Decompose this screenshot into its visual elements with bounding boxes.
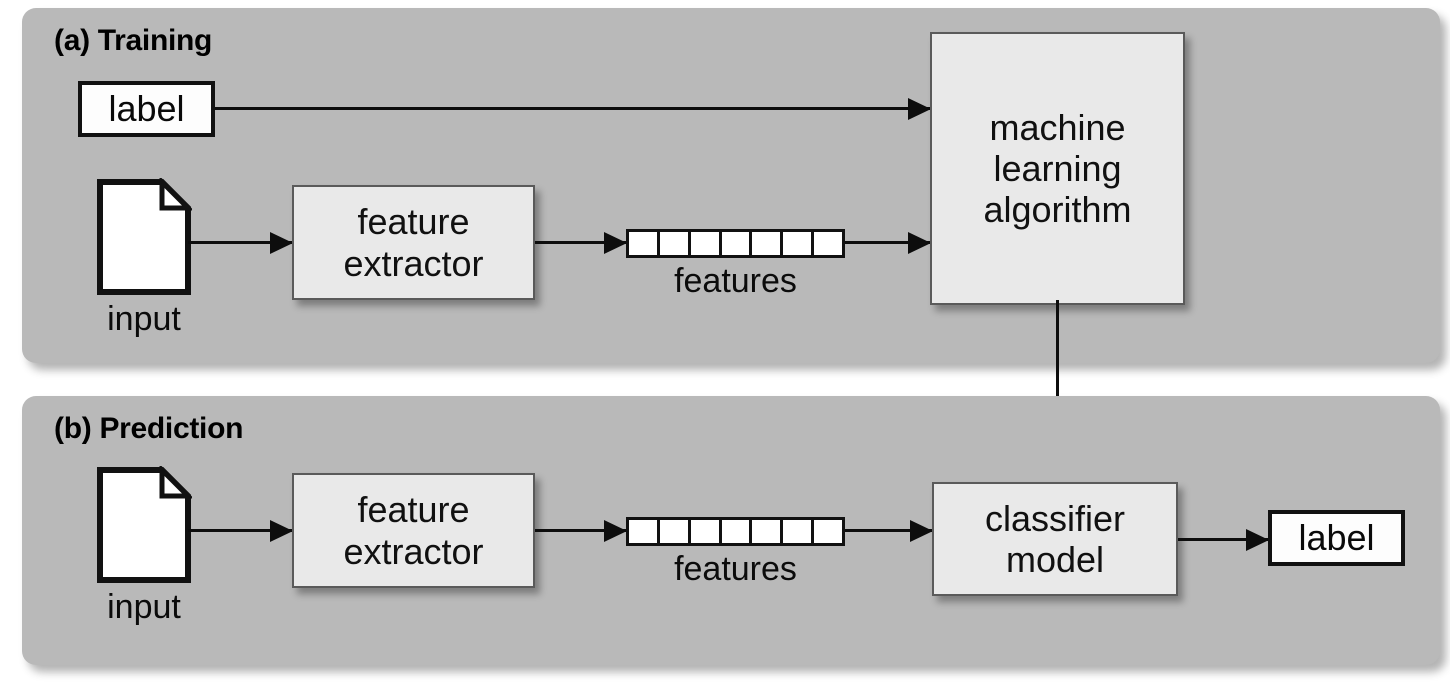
features-caption-prediction: features <box>674 550 797 588</box>
feature-extractor-box-prediction: feature extractor <box>292 473 535 588</box>
connector-algorithm-to-classifier <box>1056 300 1059 480</box>
features-caption-training: features <box>674 262 797 300</box>
feature-cell <box>659 520 691 543</box>
feature-extractor-line2-training: extractor <box>343 242 484 284</box>
feature-cell <box>629 232 660 255</box>
feature-cell <box>783 232 815 255</box>
connector-features-to-algorithm <box>845 241 930 244</box>
input-caption-prediction: input <box>107 588 181 626</box>
connector-classifier-to-label <box>1178 538 1268 541</box>
feature-cell <box>659 232 691 255</box>
panel-training-title: (a) Training <box>54 24 213 57</box>
connector-extractor-to-features-prediction <box>535 529 626 532</box>
feature-cell <box>721 232 753 255</box>
input-document-icon-prediction <box>96 466 192 584</box>
label-box-training: label <box>78 81 215 137</box>
classifier-line1: classifier <box>984 497 1126 539</box>
feature-extractor-box-training: feature extractor <box>292 185 535 300</box>
feature-cell <box>814 232 843 255</box>
panel-prediction-title: (b) Prediction <box>54 412 244 445</box>
feature-extractor-line1-training: feature <box>357 201 470 243</box>
panel-prediction: (b) Prediction input feature extractor <box>22 396 1440 665</box>
label-box-prediction-text: label <box>1298 517 1375 558</box>
classifier-model-box: classifier model <box>932 482 1178 596</box>
feature-cell <box>783 520 815 543</box>
connector-extractor-to-features-training <box>535 241 626 244</box>
panel-training: (a) Training label input feature extract… <box>22 8 1440 363</box>
feature-cell <box>690 232 722 255</box>
label-box-prediction: label <box>1268 510 1405 566</box>
feature-cell <box>629 520 660 543</box>
connector-input-to-extractor-prediction <box>188 529 292 532</box>
features-vector-prediction <box>626 517 845 546</box>
connector-label-to-algorithm <box>215 107 930 110</box>
features-vector-training <box>626 229 845 258</box>
machine-learning-algorithm-box: machine learning algorithm <box>930 32 1185 305</box>
feature-cell <box>814 520 843 543</box>
algorithm-line1: machine <box>989 106 1126 148</box>
input-document-icon-training <box>96 178 192 296</box>
feature-cell <box>752 232 784 255</box>
input-caption-training: input <box>107 300 181 338</box>
feature-extractor-line2-prediction: extractor <box>343 530 484 572</box>
feature-cell <box>690 520 722 543</box>
feature-cell <box>721 520 753 543</box>
algorithm-line2: learning <box>993 147 1122 189</box>
connector-features-to-classifier <box>845 529 932 532</box>
feature-extractor-line1-prediction: feature <box>357 489 470 531</box>
classifier-line2: model <box>1005 539 1105 580</box>
label-box-training-text: label <box>108 88 185 129</box>
connector-input-to-extractor-training <box>188 241 292 244</box>
algorithm-line3: algorithm <box>983 189 1132 231</box>
feature-cell <box>752 520 784 543</box>
